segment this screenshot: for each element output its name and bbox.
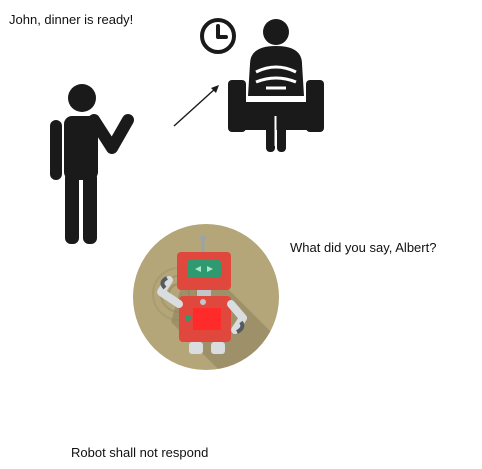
robot-badge-icon bbox=[131, 222, 281, 372]
caption-text: Robot shall not respond bbox=[71, 445, 208, 461]
arrow-up-right-icon bbox=[170, 80, 225, 130]
robot-speech-text: What did you say, Albert? bbox=[290, 240, 436, 256]
person-speech-text: John, dinner is ready! bbox=[9, 12, 133, 28]
person-reading-in-armchair-icon bbox=[226, 16, 326, 156]
standing-person-pointing-icon bbox=[40, 80, 140, 250]
